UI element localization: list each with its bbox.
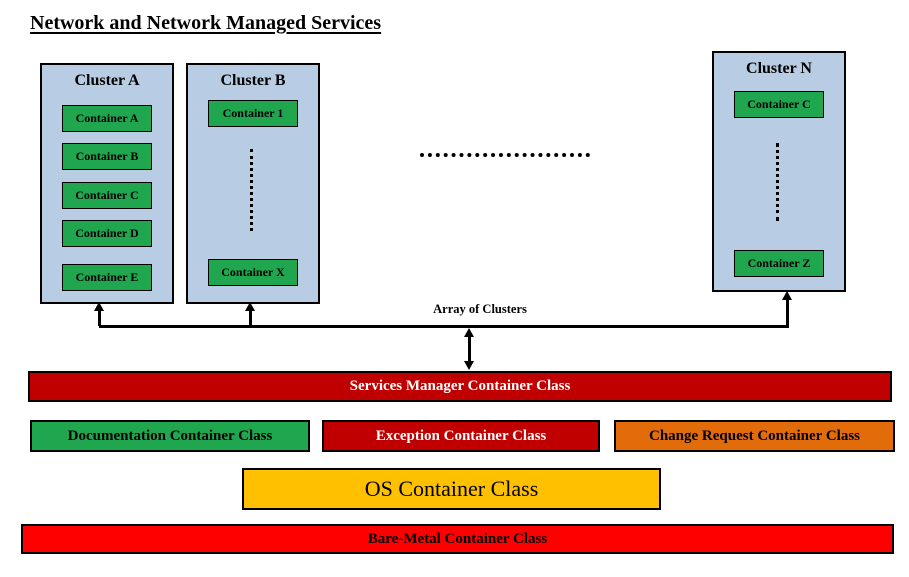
cluster-a-container-d: Container D bbox=[62, 220, 152, 247]
arrow-line-to-cluster-a bbox=[98, 309, 101, 326]
cluster-b-box: Cluster B Container 1 Container X bbox=[186, 63, 320, 304]
double-arrow-line bbox=[468, 335, 471, 363]
cluster-b-title: Cluster B bbox=[220, 72, 286, 89]
cluster-a-container-e: Container E bbox=[62, 264, 152, 291]
arrow-up-icon bbox=[782, 291, 792, 300]
page-title: Network and Network Managed Services bbox=[30, 12, 382, 34]
cluster-n-box: Cluster N Container C Container Z bbox=[712, 51, 846, 292]
cluster-n-container-c: Container C bbox=[734, 91, 824, 118]
arrow-line-to-cluster-n bbox=[786, 298, 789, 326]
cluster-bus-line bbox=[99, 325, 789, 328]
cluster-b-ellipsis-dots bbox=[250, 149, 253, 231]
change-request-container-class-box: Change Request Container Class bbox=[614, 420, 895, 452]
exception-container-class-box: Exception Container Class bbox=[322, 420, 600, 452]
arrow-up-icon bbox=[464, 328, 474, 337]
cluster-b-container-1: Container 1 bbox=[208, 100, 298, 127]
cluster-a-container-a: Container A bbox=[62, 105, 152, 132]
bare-metal-container-class-bar: Bare-Metal Container Class bbox=[21, 524, 894, 554]
cluster-a-title: Cluster A bbox=[74, 72, 140, 89]
arrow-down-icon bbox=[464, 361, 474, 370]
arrow-up-icon bbox=[94, 302, 104, 311]
clusters-ellipsis-dots bbox=[420, 153, 590, 157]
cluster-a-container-b: Container B bbox=[62, 143, 152, 170]
cluster-n-container-z: Container Z bbox=[734, 250, 824, 277]
cluster-a-container-c: Container C bbox=[62, 182, 152, 209]
os-container-class-box: OS Container Class bbox=[242, 468, 661, 510]
arrow-up-icon bbox=[245, 302, 255, 311]
documentation-container-class-box: Documentation Container Class bbox=[30, 420, 310, 452]
cluster-b-container-x: Container X bbox=[208, 259, 298, 286]
cluster-a-box: Cluster A Container A Container B Contai… bbox=[40, 63, 174, 304]
cluster-n-ellipsis-dots bbox=[776, 143, 779, 221]
array-of-clusters-label: Array of Clusters bbox=[433, 302, 527, 316]
services-manager-container-class-bar: Services Manager Container Class bbox=[28, 371, 892, 402]
arrow-line-to-cluster-b bbox=[249, 309, 252, 326]
cluster-n-title: Cluster N bbox=[746, 60, 812, 77]
